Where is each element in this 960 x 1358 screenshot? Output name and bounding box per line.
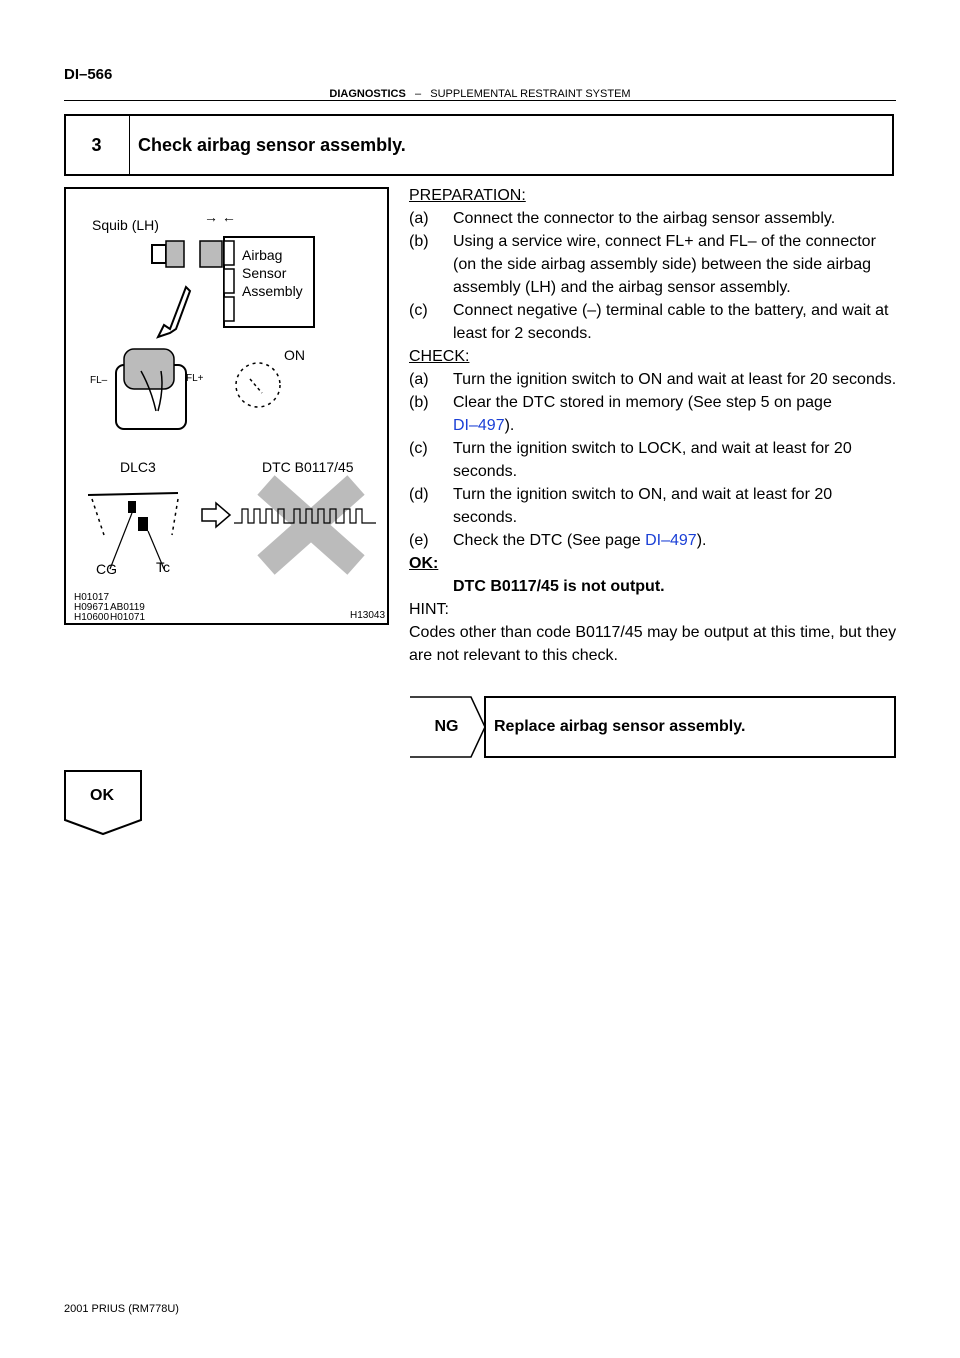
assembly-label: Assembly [242, 283, 303, 299]
dlc3-terminal-tc [138, 517, 148, 531]
check-heading: CHECK: [409, 348, 470, 365]
squib-connector-body [165, 240, 185, 268]
sensor-pin [223, 240, 235, 266]
check-item: (c) Turn the ignition switch to LOCK, and… [409, 437, 897, 483]
ok-result: DTC B0117/45 is not output. [453, 578, 665, 595]
item-label: (a) [409, 371, 429, 388]
ok-tab [64, 770, 142, 836]
preparation-heading: PREPARATION: [409, 187, 526, 204]
item-text: Connect the connector to the airbag sens… [453, 210, 836, 227]
item-label: (d) [409, 486, 429, 503]
check-item: (d) Turn the ignition switch to ON, and w… [409, 483, 897, 529]
ignition-switch-icon [235, 362, 281, 408]
squib-connector-end [151, 244, 167, 264]
dlc3-label: DLC3 [120, 459, 156, 475]
page-link[interactable]: DI–497 [453, 417, 505, 434]
prep-item: (a) Connect the connector to the airbag s… [409, 207, 897, 230]
sensor-label: Sensor [242, 265, 287, 281]
diagram-figure: Squib (LH) → ← Airbag Sensor Assembly FL… [64, 187, 389, 625]
ignition-key-line [249, 378, 263, 394]
check-item: (a) Turn the ignition switch to ON and wa… [409, 368, 897, 391]
airbag-sensor-box [223, 236, 315, 328]
page-number: DI–566 [64, 66, 113, 83]
footer: 2001 PRIUS (RM778U) [64, 1303, 179, 1315]
diagram-drawing [87, 236, 376, 575]
dlc3-top [87, 492, 179, 496]
prep-item: (c) Connect negative (–) terminal cable t… [409, 299, 897, 345]
squib-label: Squib (LH) [92, 217, 159, 233]
tc-label: Tc [156, 559, 170, 575]
header-section: DIAGNOSTICS [329, 88, 406, 100]
figure-code: H10600 [74, 612, 110, 623]
fl-minus-label: FL– [90, 375, 108, 386]
hint-heading: HINT: [409, 601, 449, 618]
cg-leader [109, 512, 133, 570]
item-text: Check the DTC (See page [453, 532, 646, 549]
item-label: (e) [409, 532, 429, 549]
check-item: (b) Clear the DTC stored in memory (See s… [409, 391, 897, 437]
item-text: Using a service wire, connect FL+ and FL… [453, 233, 876, 296]
step-box [64, 114, 894, 176]
sensor-pin [223, 296, 235, 322]
on-label: ON [284, 347, 305, 363]
figure-code: H01017 [74, 592, 110, 603]
header-rule [64, 100, 896, 101]
item-label: (b) [409, 233, 429, 250]
ok-label: OK [90, 787, 114, 804]
arrow-right-icon [201, 501, 232, 529]
figure-code: H01071 [110, 612, 146, 623]
sensor-pin [223, 268, 235, 294]
service-wire [140, 370, 163, 412]
figure-code: H13043 [350, 610, 386, 621]
item-text: Turn the ignition switch to LOCK, and wa… [453, 440, 852, 480]
step-number: 3 [64, 114, 130, 176]
dtc-waveform [234, 508, 376, 524]
fl-connector-head [123, 348, 175, 390]
item-text: Turn the ignition switch to ON, and wait… [453, 486, 833, 526]
item-label: (b) [409, 394, 429, 411]
item-label: (a) [409, 210, 429, 227]
step-title: Check airbag sensor assembly. [138, 134, 406, 155]
fl-plus-label: FL+ [186, 373, 204, 384]
running-header: DIAGNOSTICS – SUPPLEMENTAL RESTRAINT SYS… [0, 88, 960, 100]
item-text: Connect negative (–) terminal cable to t… [453, 302, 889, 342]
ng-action: Replace airbag sensor assembly. [494, 718, 746, 735]
page-link[interactable]: DI–497 [645, 532, 697, 549]
hint-text: Codes other than code B0117/45 may be ou… [409, 624, 897, 664]
prep-item: (b) Using a service wire, connect FL+ and… [409, 230, 897, 299]
airbag-label: Airbag [242, 247, 283, 263]
arrows-label: → ← [204, 209, 236, 225]
item-text-end: ). [696, 532, 707, 549]
sensor-connector [199, 240, 223, 268]
item-label: (c) [409, 302, 428, 319]
item-text: Clear the DTC stored in memory (See step… [453, 394, 832, 411]
header-separator: – [414, 88, 422, 100]
item-text-end: ). [504, 417, 515, 434]
item-label: (c) [409, 440, 428, 457]
ng-label: NG [434, 718, 459, 735]
ok-heading: OK: [409, 555, 439, 572]
check-item: (e) Check the DTC (See page DI–497). [409, 529, 897, 552]
ng-action-box: Replace airbag sensor assembly. [484, 696, 896, 758]
item-text: Turn the ignition switch to ON and wait … [453, 371, 897, 388]
direction-arrow-icon [156, 285, 192, 339]
dlc3-terminal-cg [128, 501, 136, 513]
figure-code: H09671 [74, 602, 110, 613]
dtc-label: DTC B0117/45 [262, 459, 354, 475]
dlc3-sides [91, 498, 179, 536]
figure-code: AB0119 [110, 602, 145, 613]
header-subsection: SUPPLEMENTAL RESTRAINT SYSTEM [430, 88, 631, 100]
cg-label: CG [96, 561, 117, 577]
cross-out-icon [257, 475, 365, 575]
tc-leader [147, 530, 165, 570]
procedure-text: PREPARATION: (a) Connect the connector to… [409, 184, 897, 667]
